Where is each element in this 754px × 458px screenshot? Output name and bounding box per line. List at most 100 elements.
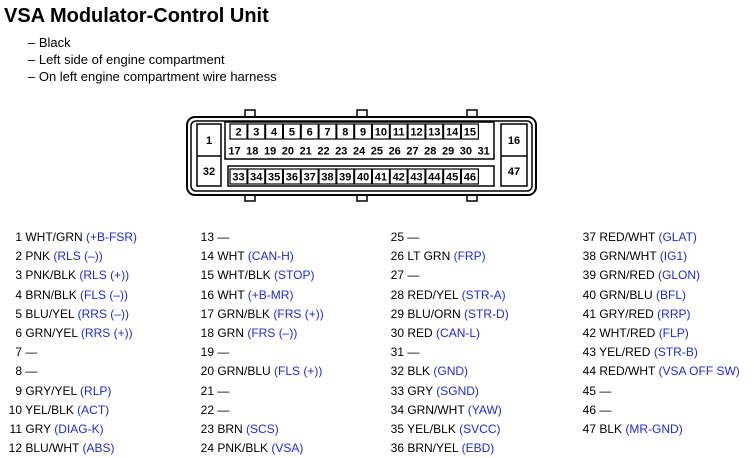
pin-number: 36 [390, 441, 404, 456]
terminal-number: 24 [353, 146, 366, 158]
signal-name: (FLS (–)) [80, 287, 129, 302]
terminal-cavity [318, 168, 337, 185]
wire-color: GRY/YEL [25, 383, 77, 398]
signal-name: (SGND) [436, 383, 479, 398]
signal-name: (STR-D) [464, 306, 509, 321]
signal-name: (VSA) [271, 441, 304, 456]
cavity-group-lower [227, 165, 495, 187]
pin-column: 13 —14 WHT (CAN-H)15 WHT/BLK (STOP)16 WH… [198, 228, 324, 458]
terminal-number: 23 [335, 146, 347, 158]
terminal-cavity [354, 123, 373, 140]
pin-row: 36 BRN/YEL (EBD) [388, 439, 509, 458]
wire-color: WHT/BLK [217, 268, 271, 283]
terminal-number: 1 [206, 135, 212, 147]
pin-row: 45 — [580, 382, 740, 401]
signal-name: (SVCC) [459, 421, 501, 436]
wire-color: RED/WHT [599, 364, 656, 379]
terminal-cavity [389, 123, 408, 140]
signal-name: (RRP) [657, 306, 691, 321]
terminal-cavity [425, 123, 444, 140]
pin-number: 13 [200, 230, 214, 244]
wire-color: GRN/BLU [217, 364, 271, 379]
pin-number: 25 [390, 230, 404, 244]
wire-color: GRY [407, 383, 433, 398]
terminal-cavity [265, 168, 284, 185]
terminal-cavity [300, 123, 319, 140]
wire-color: — [407, 268, 420, 283]
terminal-number: 18 [246, 146, 258, 158]
signal-name: (DIAG-K) [54, 421, 104, 436]
pin-number: 34 [390, 402, 404, 417]
wire-color: BLU/WHT [25, 441, 80, 456]
signal-name: (GLAT) [658, 230, 697, 244]
pin-number: 46 [582, 402, 596, 417]
pin-number: 14 [200, 249, 214, 264]
signal-name: (FRS (+)) [273, 306, 324, 321]
terminal-number: 11 [393, 127, 405, 139]
wire-color: WHT/GRN [25, 230, 83, 244]
terminal-number: 38 [321, 172, 333, 184]
pin-number: 38 [582, 249, 596, 264]
wire-color: — [599, 383, 612, 398]
terminal-number: 44 [428, 172, 441, 184]
pin-row: 37 RED/WHT (GLAT) [580, 228, 740, 247]
wire-color: YEL/BLK [25, 402, 74, 417]
wire-color: — [25, 364, 38, 379]
terminal-number: 32 [203, 166, 215, 178]
signal-name: (STOP) [274, 268, 315, 283]
terminal-cavity [247, 168, 266, 185]
pin-number: 12 [8, 441, 22, 456]
signal-name: (CAN-H) [247, 249, 294, 264]
terminal-number: 3 [253, 127, 259, 139]
pin-number: 21 [200, 383, 214, 398]
pin-number: 1 [15, 230, 22, 244]
pin-row: 11 GRY (DIAG-K) [6, 420, 137, 439]
terminal-cavity [443, 123, 462, 140]
terminal-number: 4 [271, 127, 278, 139]
pin-row: 16 WHT (+B-MR) [198, 286, 324, 305]
signal-name: (RRS (+)) [80, 325, 133, 340]
wire-color: GRN/WHT [599, 249, 657, 264]
terminal-number: 41 [375, 172, 387, 184]
wire-color: — [217, 383, 230, 398]
pin-row: 17 GRN/BLK (FRS (+)) [198, 305, 324, 324]
terminal-cavity [407, 168, 426, 185]
pin-row: 13 — [198, 228, 324, 247]
terminal-number: 9 [360, 127, 366, 139]
wire-color: — [25, 345, 38, 360]
terminal-number: 7 [324, 127, 330, 139]
wire-color: WHT [217, 287, 245, 302]
pin-row: 12 BLU/WHT (ABS) [6, 439, 137, 458]
terminal-number: 13 [428, 127, 440, 139]
wire-color: PNK [25, 249, 51, 264]
pin-row: 18 GRN (FRS (–)) [198, 324, 324, 343]
terminal-cavity [336, 168, 355, 185]
terminal-number: 19 [264, 146, 276, 158]
pin-row: 33 GRY (SGND) [388, 382, 509, 401]
pin-number: 9 [15, 383, 22, 398]
pin-row: 23 BRN (SCS) [198, 420, 324, 439]
wire-color: YEL/RED [599, 345, 651, 360]
pin-row: 14 WHT (CAN-H) [198, 247, 324, 266]
pin-number: 15 [200, 268, 214, 283]
wire-color: GRY/RED [599, 306, 654, 321]
pin-row: 5 BLU/YEL (RRS (–)) [6, 305, 137, 324]
wire-color: — [217, 230, 230, 244]
signal-name: (GND) [433, 364, 469, 379]
terminal-number: 43 [410, 172, 422, 184]
signal-name: (SCS) [246, 421, 279, 436]
terminal-number: 30 [460, 146, 472, 158]
signal-name: (STR-A) [461, 287, 506, 302]
pin-row: 28 RED/YEL (STR-A) [388, 286, 509, 305]
terminal-number: 5 [289, 127, 295, 139]
terminal-number: 22 [317, 146, 329, 158]
cavity-group-upper [224, 121, 495, 160]
pin-column: 1 WHT/GRN (+B-FSR)2 PNK (RLS (–))3 PNK/B… [6, 228, 137, 458]
pin-number: 4 [15, 287, 22, 302]
terminal-cavity [425, 168, 444, 185]
terminal-number: 36 [286, 172, 298, 184]
wire-color: — [599, 402, 612, 417]
pin-row: 20 GRN/BLU (FLS (+)) [198, 362, 324, 381]
pin-number: 2 [15, 249, 22, 264]
terminal-number: 15 [464, 127, 476, 139]
